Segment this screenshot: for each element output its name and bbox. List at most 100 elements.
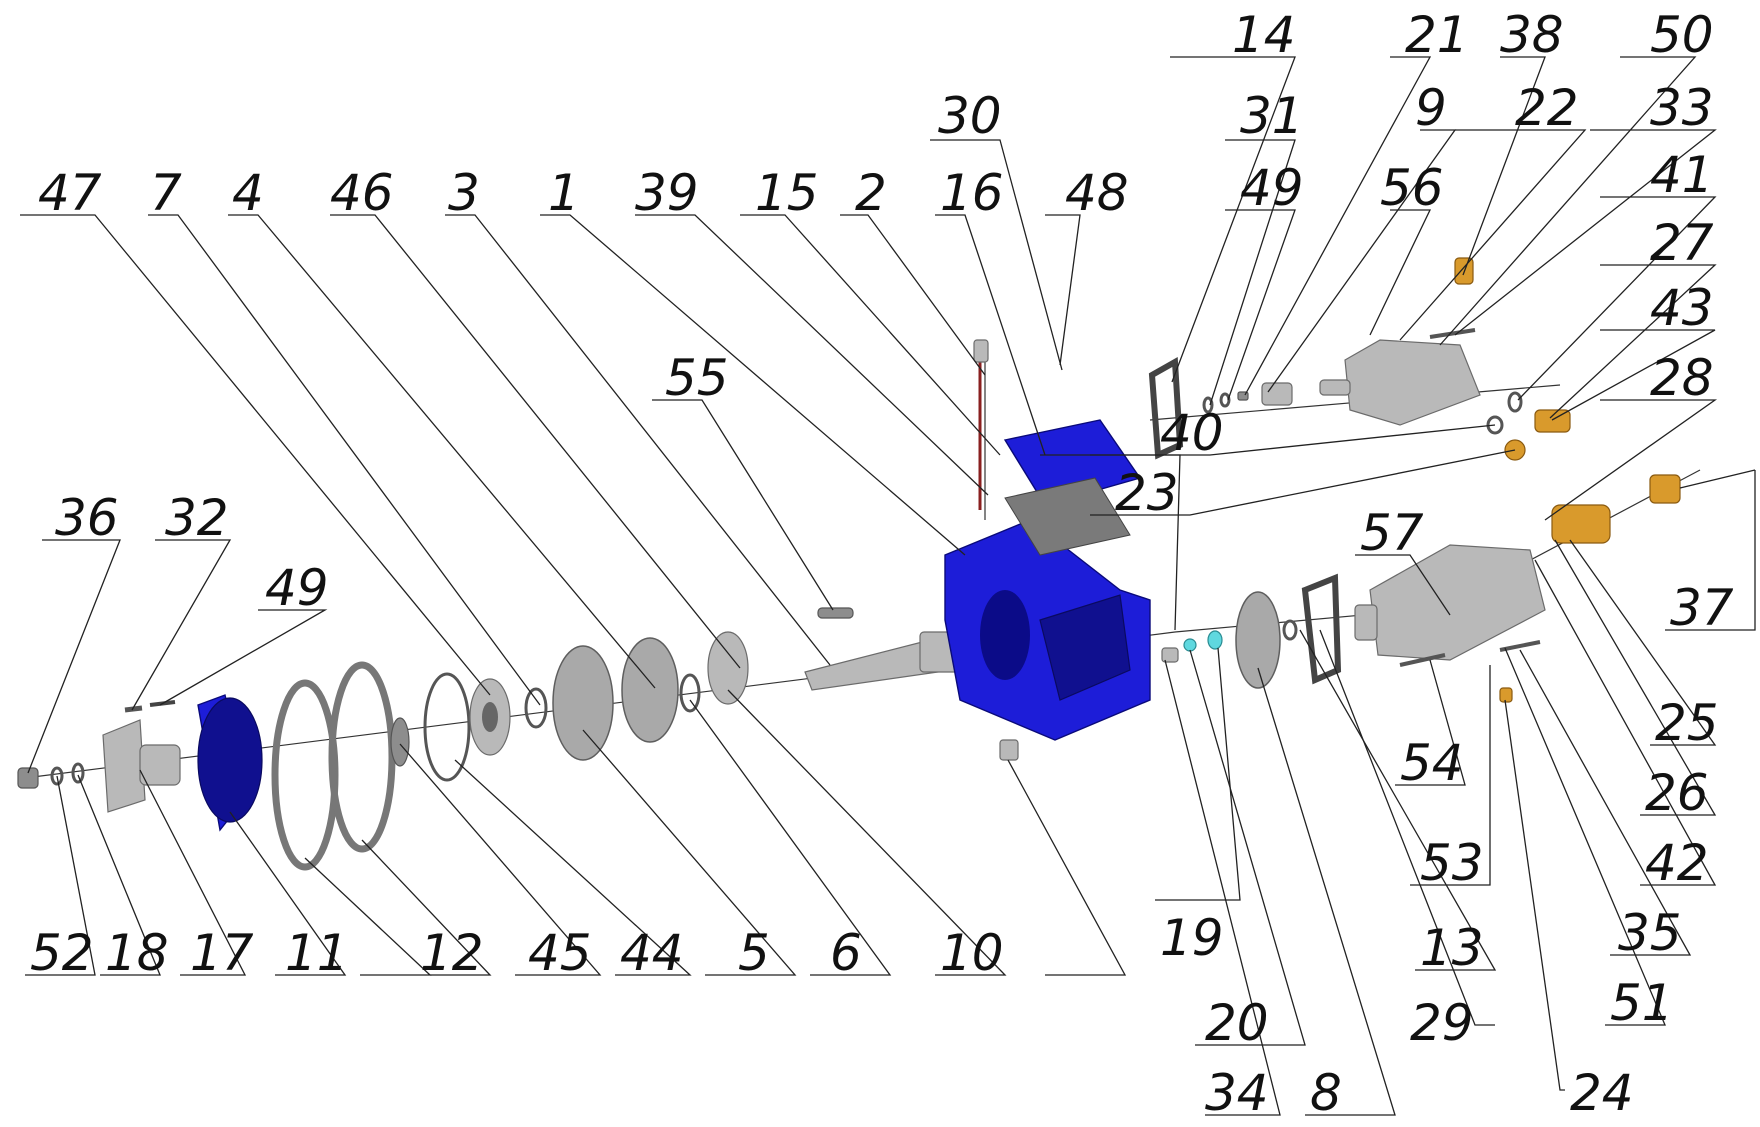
callout-21: 21 (1405, 6, 1469, 64)
callout-36: 36 (55, 489, 119, 547)
callout-27: 27 (1650, 214, 1714, 272)
callout-15: 15 (755, 164, 819, 222)
part-1-housing (944, 519, 1151, 741)
callout-20: 20 (1205, 994, 1269, 1052)
callout-49: 49 (1240, 159, 1304, 217)
callout-14: 14 (1232, 6, 1296, 64)
callout-24: 24 (1570, 1064, 1634, 1122)
callout-6: 6 (830, 924, 862, 982)
part-14-gasket (1148, 357, 1184, 460)
part-3-shaft (804, 631, 961, 691)
callout-8: 8 (1310, 1064, 1342, 1122)
part-49-ring (1219, 392, 1231, 408)
callout-23: 23 (1115, 464, 1179, 522)
callout-13: 13 (1420, 919, 1484, 977)
callout-52: 52 (30, 924, 94, 982)
callout-4: 4 (232, 164, 264, 222)
callout-38: 38 (1500, 6, 1564, 64)
callout-22: 22 (1515, 79, 1579, 137)
part-44-ring (423, 672, 471, 782)
callout-46: 46 (330, 164, 394, 222)
callout-45: 45 (528, 924, 592, 982)
callout-25: 25 (1655, 694, 1719, 752)
callout-33: 33 (1650, 79, 1714, 137)
callout-35: 35 (1618, 904, 1682, 962)
callout-43: 43 (1650, 279, 1714, 337)
part-11-blue-cover (197, 694, 263, 832)
part-26-valve (1551, 504, 1611, 544)
callout-18: 18 (105, 924, 169, 982)
callout-19: 19 (1160, 909, 1224, 967)
callout-17: 17 (190, 924, 254, 982)
part-gear-b (621, 637, 679, 743)
callout-39: 39 (635, 164, 699, 222)
callout-32: 32 (165, 489, 229, 547)
part-gear-a (552, 645, 614, 761)
callout-29: 29 (1410, 994, 1474, 1052)
callout-3: 3 (448, 164, 480, 222)
part-57-lower-pump (1354, 544, 1546, 661)
part-16-cover-plate (1003, 419, 1142, 506)
callout-47: 47 (38, 164, 102, 222)
callout-44: 44 (620, 924, 684, 982)
part-34-plug (1161, 647, 1179, 663)
callout-56: 56 (1380, 159, 1444, 217)
callout-7: 7 (150, 164, 182, 222)
part-10-plug (999, 739, 1019, 761)
callout-34: 34 (1205, 1064, 1269, 1122)
callout-12: 12 (420, 924, 484, 982)
part-12-gasket-b (328, 661, 396, 853)
part-8-gear (1235, 591, 1281, 689)
part-15-gasket (1004, 477, 1131, 556)
callout-2: 2 (855, 164, 887, 222)
callout-5: 5 (738, 924, 770, 982)
part-54-bolt (1399, 653, 1446, 667)
part-41-ring (1507, 391, 1523, 413)
part-32-bolt (124, 705, 143, 713)
leader-lines (20, 56, 1756, 1116)
callout-28: 28 (1650, 349, 1714, 407)
callout-10: 10 (940, 924, 1004, 982)
part-36-nut (17, 767, 39, 789)
callout-40: 40 (1160, 404, 1224, 462)
callout-1: 1 (548, 164, 580, 222)
callout-labels: 47 7 4 46 3 1 39 15 2 16 48 30 14 31 49 … (30, 6, 1734, 1122)
part-12-gasket-a (271, 679, 339, 871)
callout-57: 57 (1360, 504, 1424, 562)
part-19-ring (1207, 630, 1223, 650)
part-35-bolt (1499, 640, 1541, 652)
callout-41: 41 (1650, 146, 1714, 204)
callout-16: 16 (940, 164, 1004, 222)
callout-26: 26 (1645, 764, 1709, 822)
callout-9: 9 (1415, 79, 1447, 137)
part-18-ring (71, 762, 85, 784)
part-29-washer (1282, 619, 1298, 641)
part-25-fitting (1649, 474, 1681, 504)
part-6-bearing (707, 631, 749, 705)
part-31-ring (1202, 396, 1214, 414)
callout-31: 31 (1240, 87, 1304, 145)
part-56-upper-pump (1319, 339, 1481, 426)
callout-51: 51 (1610, 974, 1674, 1032)
part-40-ring (1486, 415, 1504, 435)
callout-48: 48 (1065, 164, 1129, 222)
callout-54: 54 (1400, 734, 1464, 792)
part-45-seal (390, 717, 410, 767)
part-6-spacer (524, 687, 548, 729)
callout-37: 37 (1670, 579, 1734, 637)
part-55-key (817, 607, 854, 619)
part-33-bolt (1429, 328, 1476, 339)
part-52-washer (50, 766, 64, 786)
callout-49-left: 49 (265, 559, 329, 617)
part-5-ring (679, 673, 701, 713)
callout-50: 50 (1650, 6, 1714, 64)
part-17-flange (102, 719, 181, 813)
part-24-fitting (1499, 687, 1513, 703)
callout-53: 53 (1420, 834, 1484, 892)
part-9-coupling (1261, 382, 1293, 406)
parts (17, 257, 1681, 871)
callout-42: 42 (1645, 834, 1709, 892)
callout-30: 30 (938, 87, 1002, 145)
callout-55: 55 (665, 349, 729, 407)
